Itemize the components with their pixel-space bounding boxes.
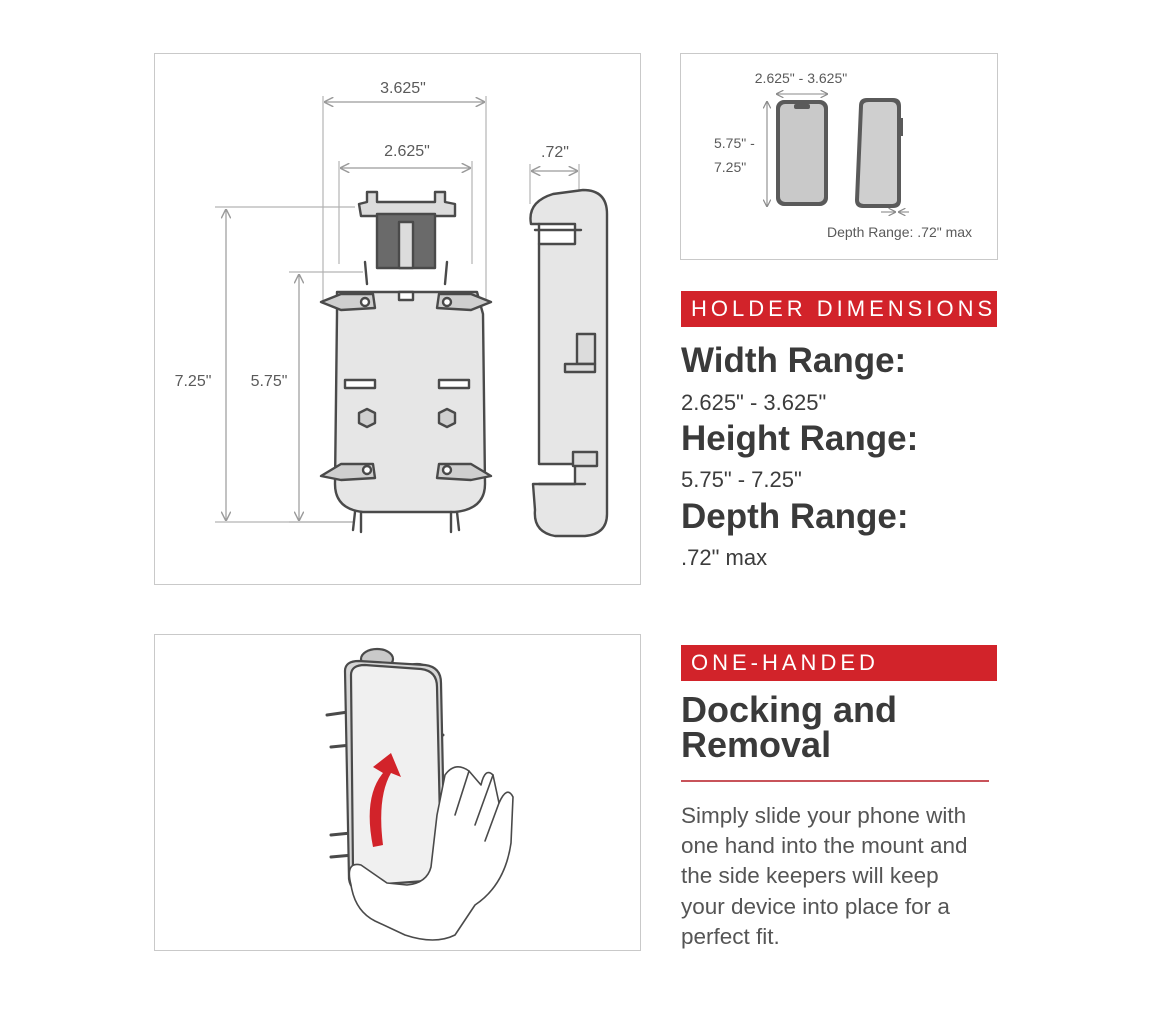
phone-height-label-2: 7.25" [714,159,746,175]
phone-depth-note: Depth Range: .72" max [827,224,972,240]
docking-body-line5: perfect fit. [681,924,780,949]
holder-front-view [319,190,493,534]
holder-side-view [529,188,609,538]
docking-illustration-panel [154,634,641,951]
width-range-heading: Width Range: [681,341,907,380]
phone-size-diagram: 2.625" - 3.625" 5.75" - 7.25" Depth Rang… [714,70,972,240]
height-range-heading: Height Range: [681,419,919,458]
width-range-value: 2.625" - 3.625" [681,390,827,415]
docking-body-line2: one hand into the mount and [681,833,968,858]
one-handed-banner: ONE-HANDED [681,645,997,681]
docking-heading-line2: Removal [681,724,832,765]
docking-heading-line1: Docking and [681,689,898,730]
hand-icon [348,766,514,941]
phone-size-panel: 2.625" - 3.625" 5.75" - 7.25" Depth Rang… [680,53,998,260]
phone-side-view [855,98,909,212]
docking-illustration [325,647,514,941]
depth-label: .72" [541,144,569,161]
holder-dimensions-banner: HOLDER DIMENSIONS [681,291,997,327]
inner-height-label: 5.75" [251,373,288,390]
phone-front-view [776,100,828,206]
phone-height-label-1: 5.75" - [714,135,755,151]
docking-body-line4: your device into place for a [681,894,950,919]
inner-width-label: 2.625" [384,143,430,160]
phone-width-label: 2.625" - 3.625" [755,70,847,86]
docking-body-line3: the side keepers will keep [681,863,939,888]
depth-range-heading: Depth Range: [681,497,909,536]
outer-height-label: 7.25" [175,373,212,390]
outer-width-label: 3.625" [380,80,426,97]
slide-arrow-icon [369,753,401,847]
height-range-value: 5.75" - 7.25" [681,467,802,492]
docking-body-line1: Simply slide your phone with [681,803,967,828]
docking-divider [681,780,989,782]
holder-diagram-panel: 3.625" 2.625" .72" 7.25" 5.75" [154,53,641,585]
depth-range-value: .72" max [681,545,768,570]
holder-diagram: 3.625" 2.625" .72" 7.25" 5.75" [175,80,609,538]
